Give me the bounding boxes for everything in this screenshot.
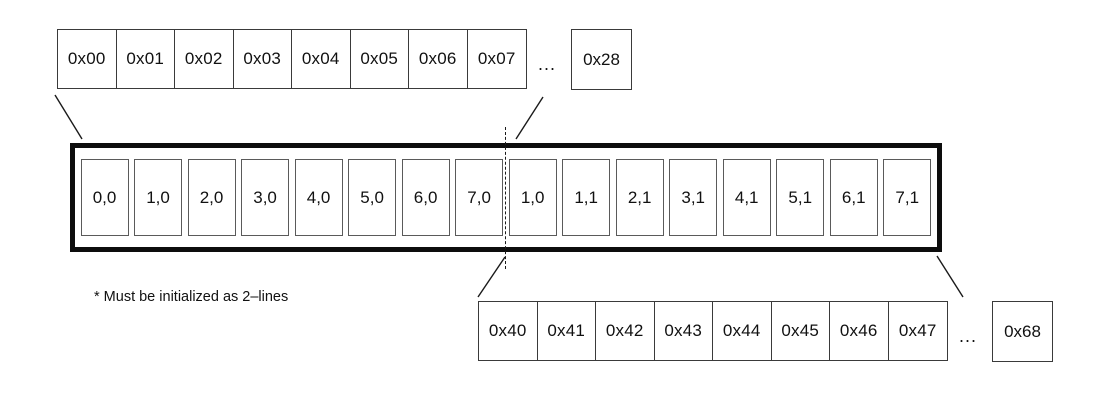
footnote: * Must be initialized as 2–lines bbox=[94, 289, 289, 305]
memory-cell: 0x02 bbox=[175, 30, 234, 88]
buffer-cell: 7,1 bbox=[883, 159, 932, 236]
memory-cell: 0x05 bbox=[351, 30, 409, 88]
buffer-cell: 3,0 bbox=[241, 159, 290, 236]
memory-cell: 0x06 bbox=[409, 30, 468, 88]
memory-cell: 0x07 bbox=[477, 49, 516, 68]
memory-cell: 0x45 bbox=[772, 302, 830, 360]
ellipsis: ... bbox=[538, 54, 557, 74]
memory-cell: 0x03 bbox=[234, 30, 292, 88]
buffer-cell: 4,0 bbox=[294, 159, 343, 236]
ellipsis: ... bbox=[959, 326, 978, 346]
memory-cell: 0x01 bbox=[117, 30, 175, 88]
buffer-cell: 6,1 bbox=[829, 159, 878, 236]
connector-bottom-left bbox=[477, 256, 506, 298]
memory-cell: 0x44 bbox=[713, 302, 772, 360]
buffer-cell: 2,0 bbox=[187, 159, 236, 236]
buffer-cell: 1,1 bbox=[562, 159, 611, 236]
buffer-cell: 0,0 bbox=[80, 159, 129, 236]
memory-strip-bottom: 0x40 0x41 0x42 0x43 0x44 0x45 0x46 0x47 bbox=[478, 301, 948, 361]
memory-cell: 0x46 bbox=[830, 302, 889, 360]
memory-cell: 0x43 bbox=[655, 302, 713, 360]
buffer-cell: 1,0 bbox=[134, 159, 183, 236]
memory-cell: 0x47 bbox=[898, 321, 937, 340]
memory-cell-overflow: 0x28 bbox=[571, 29, 633, 90]
buffer-cell: 5,1 bbox=[776, 159, 825, 236]
buffer-cell: 6,0 bbox=[401, 159, 450, 236]
buffer-cell: 1,0 bbox=[508, 159, 557, 236]
memory-row-top: 0x00 0x01 0x02 0x03 0x04 0x05 0x06 0x07 … bbox=[57, 29, 633, 90]
buffer-cell: 7,0 bbox=[455, 159, 504, 236]
connector-top-left bbox=[54, 94, 83, 140]
buffer-cell: 2,1 bbox=[615, 159, 664, 236]
memory-cell: 0x42 bbox=[596, 302, 655, 360]
memory-cell: 0x04 bbox=[292, 30, 351, 88]
memory-row-bottom: 0x40 0x41 0x42 0x43 0x44 0x45 0x46 0x47 … bbox=[478, 301, 1054, 362]
memory-strip-top: 0x00 0x01 0x02 0x03 0x04 0x05 0x06 0x07 bbox=[57, 29, 527, 89]
memory-cell: 0x40 bbox=[479, 302, 538, 360]
connector-bottom-right bbox=[936, 255, 964, 298]
memory-cell: 0x00 bbox=[58, 30, 117, 88]
buffer-cell: 5,0 bbox=[348, 159, 397, 236]
two-line-buffer: 0,0 1,0 2,0 3,0 4,0 5,0 6,0 7,0 1,0 1,1 … bbox=[70, 143, 942, 252]
memory-cell: 0x41 bbox=[538, 302, 596, 360]
buffer-cell: 3,1 bbox=[669, 159, 718, 236]
buffer-cell: 4,1 bbox=[722, 159, 771, 236]
line-divider-dashed bbox=[505, 127, 506, 269]
memory-cell-overflow: 0x68 bbox=[992, 301, 1054, 362]
connector-top-right bbox=[515, 96, 544, 140]
